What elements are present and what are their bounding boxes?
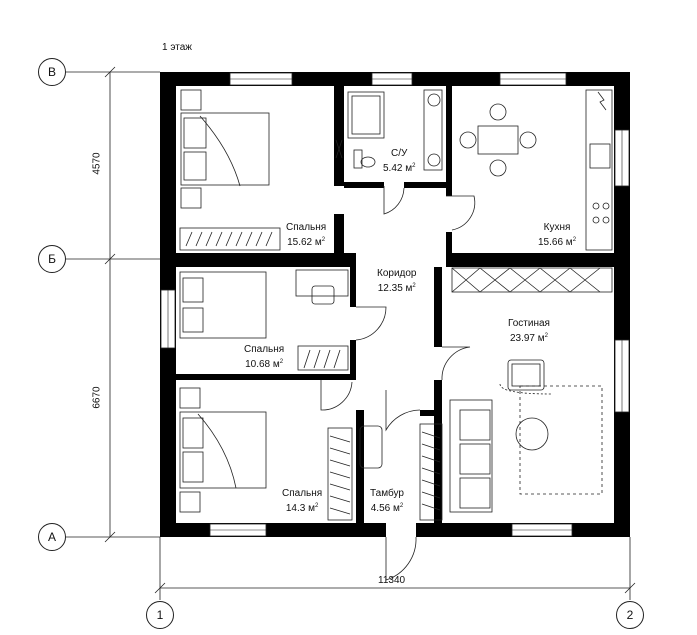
room-label-bedroom-3: Спальня 14.3 м2 (282, 488, 322, 515)
room-area: 15.62 м (287, 237, 322, 248)
area-unit-exp: 2 (399, 503, 404, 509)
axis-label-col-left: 1 (146, 601, 174, 629)
entrance-opening (386, 523, 416, 537)
room-name: Кухня (543, 222, 571, 233)
dimension-lines (66, 66, 636, 600)
dimension-bottom: 11340 (378, 575, 406, 586)
room-label-vestibule: Тамбур 4.56 м2 (370, 488, 404, 515)
area-unit-exp: 2 (544, 333, 548, 339)
area-unit-exp: 2 (412, 283, 416, 289)
room-label-kitchen: Кухня 15.66 м2 (538, 222, 576, 249)
room-label-corridor: Коридор 12.35 м2 (377, 268, 417, 295)
area-unit-exp: 2 (314, 503, 319, 509)
room-name: Гостиная (508, 318, 550, 329)
room-label-bedroom-2: Спальня 10.68 м2 (244, 344, 284, 371)
area-unit-exp: 2 (412, 163, 416, 169)
area-unit-exp: 2 (279, 359, 284, 365)
dimension-left-upper: 4570 (91, 152, 103, 175)
room-name: Спальня (244, 344, 285, 355)
area-unit-exp: 2 (321, 237, 326, 243)
room-name: Коридор (377, 268, 417, 279)
room-area: 23.97 м (509, 333, 545, 344)
axis-label-row-mid: Б (38, 245, 66, 273)
windows (160, 72, 630, 537)
floor-title: 1 этаж (162, 42, 192, 53)
room-area: 14.3 м (285, 503, 315, 514)
room-name: С/У (391, 148, 408, 159)
room-label-bedroom-1: Спальня 15.62 м2 (286, 222, 326, 249)
area-unit-exp: 2 (572, 237, 577, 243)
room-label-bathroom: С/У 5.42 м2 (383, 148, 415, 175)
room-name: Тамбур (370, 488, 404, 499)
axis-label-row-top: В (38, 58, 66, 86)
dimension-left-lower: 6670 (91, 386, 103, 409)
room-area: 15.66 м (538, 237, 573, 248)
room-label-living-room: Гостиная 23.97 м2 (508, 318, 550, 345)
doors (320, 186, 476, 581)
room-name: Спальня (286, 222, 327, 233)
axis-label-row-bottom: А (38, 523, 66, 551)
interior-walls (176, 86, 614, 523)
room-area: 4.56 м (370, 503, 400, 514)
room-area: 5.42 м (383, 163, 413, 174)
room-name: Спальня (282, 488, 323, 499)
room-area: 12.35 м (377, 283, 413, 294)
room-area: 10.68 м (245, 359, 280, 370)
furniture (179, 89, 613, 521)
axis-label-col-right: 2 (616, 601, 644, 629)
